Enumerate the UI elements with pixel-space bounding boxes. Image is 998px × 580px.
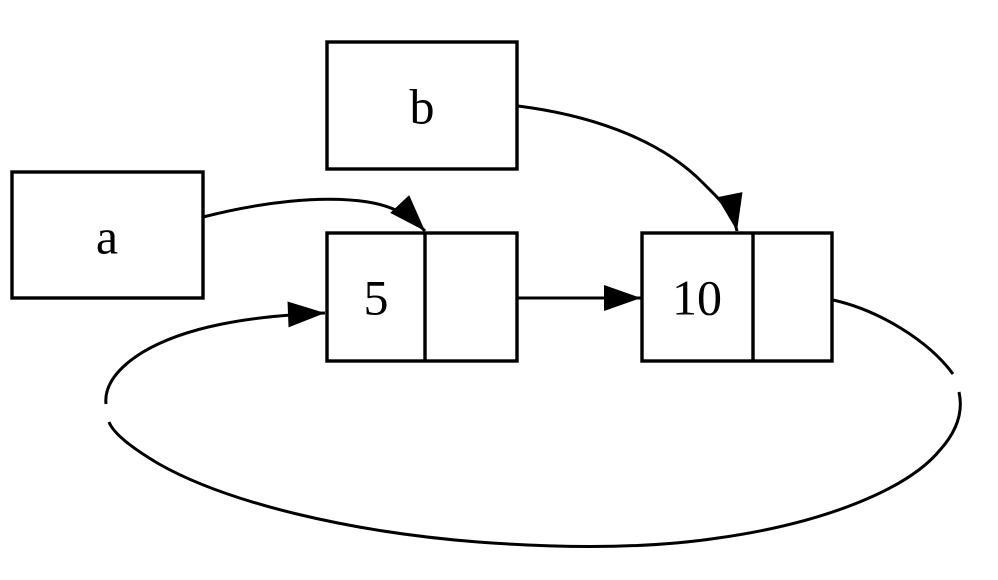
list-node-10-value: 10 bbox=[672, 270, 722, 326]
list-node-5: 5 bbox=[325, 231, 519, 363]
list-node-10: 10 bbox=[640, 231, 834, 363]
list-node-5-value: 5 bbox=[364, 270, 389, 326]
variable-box-b-rect bbox=[325, 40, 519, 171]
list-node-5-rect bbox=[325, 231, 519, 363]
variable-box-a-rect bbox=[10, 170, 205, 300]
edge-node10-to-node5-segment-arrow bbox=[104, 301, 326, 405]
edge-node10-to-node5-segment-bottom bbox=[107, 391, 962, 548]
edge-b-to-node10 bbox=[517, 104, 743, 232]
variable-box-a: a bbox=[10, 170, 205, 300]
list-node-10-rect bbox=[640, 231, 834, 363]
variable-a-label: a bbox=[96, 209, 118, 265]
edge-node10-to-node5-segment-right bbox=[832, 298, 955, 375]
variable-b-label: b bbox=[410, 79, 435, 135]
variable-box-b: b bbox=[325, 40, 519, 171]
edge-a-to-node5 bbox=[202, 195, 427, 233]
